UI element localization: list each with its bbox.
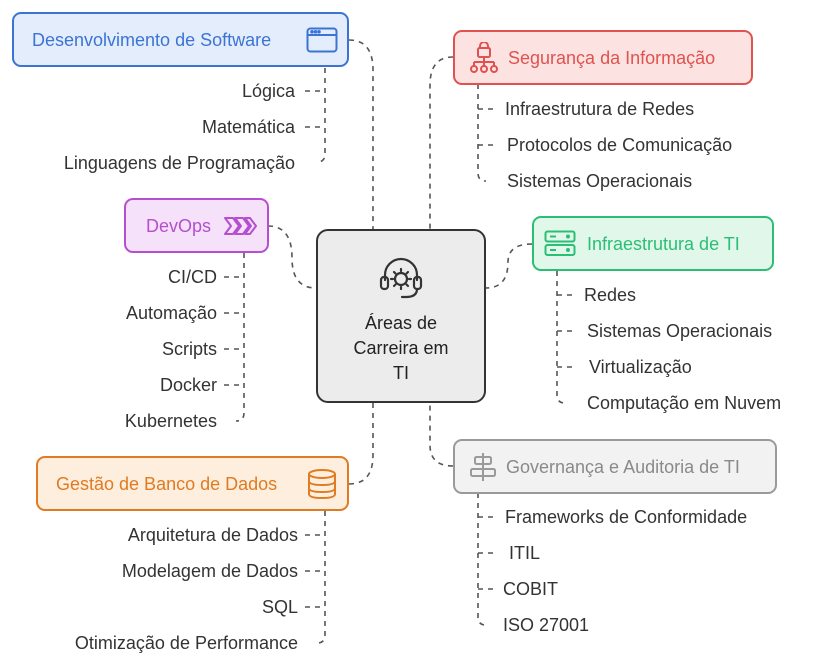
connector-governance-items <box>477 493 487 626</box>
infra-item: Virtualização <box>589 357 692 377</box>
connector-software-center <box>348 39 374 229</box>
database-item: Arquitetura de Dados <box>127 525 298 545</box>
align-center-icon <box>470 453 496 481</box>
topic-devops[interactable]: DevOps <box>124 198 269 253</box>
governance-item: ITIL <box>509 543 541 563</box>
devops-item: Kubernetes <box>124 411 217 431</box>
chevrons-right-icon <box>224 217 257 235</box>
topic-infra-label: Infraestrutura de TI <box>587 234 740 254</box>
lock-network-icon <box>470 42 498 73</box>
topic-security-label: Segurança da Informação <box>508 48 716 68</box>
topic-devops-label: DevOps <box>146 216 212 236</box>
governance-item: ISO 27001 <box>503 615 590 635</box>
software-item: Linguagens de Programação <box>63 153 295 173</box>
server-icon <box>544 230 576 256</box>
devops-item: Automação <box>125 303 217 323</box>
software-item: Matemática <box>201 117 295 137</box>
topic-it-infrastructure[interactable]: Infraestrutura de TI <box>532 216 774 271</box>
browser-window-icon <box>306 27 338 53</box>
topic-governance-label: Governança e Auditoria de TI <box>506 457 740 477</box>
center-title: Áreas de Carreira em TI <box>353 313 449 383</box>
connector-infra-center <box>485 243 533 289</box>
connector-security-items <box>477 84 487 182</box>
database-icon <box>308 469 336 499</box>
security-item: Sistemas Operacionais <box>507 171 693 191</box>
connector-governance-center <box>429 403 454 467</box>
database-item: Otimização de Performance <box>74 633 298 653</box>
governance-item: Frameworks de Conformidade <box>505 507 748 527</box>
center-node[interactable]: Áreas de Carreira em TI <box>316 229 486 403</box>
governance-item: COBIT <box>503 579 559 599</box>
connector-devops-items <box>235 253 245 422</box>
security-item: Protocolos de Comunicação <box>507 135 733 155</box>
devops-item: CI/CD <box>168 267 217 287</box>
software-item: Lógica <box>241 81 295 101</box>
headset-gear-icon <box>379 257 423 299</box>
infra-item: Computação em Nuvem <box>587 393 782 413</box>
database-item: Modelagem de Dados <box>121 561 298 581</box>
connector-software-items <box>316 68 326 163</box>
topic-software-development[interactable]: Desenvolvimento de Software <box>12 12 349 67</box>
database-item: SQL <box>261 597 298 617</box>
topic-database-management[interactable]: Gestão de Banco de Dados <box>36 456 349 511</box>
connector-infra-items <box>556 271 566 404</box>
topic-database-label: Gestão de Banco de Dados <box>56 474 278 494</box>
connector-security-center <box>429 56 454 229</box>
devops-item: Docker <box>159 375 217 395</box>
security-item: Infraestrutura de Redes <box>505 99 695 119</box>
connector-devops-center <box>267 225 317 289</box>
connector-database-center <box>348 403 374 485</box>
connector-database-items <box>316 511 326 644</box>
topic-software-label: Desenvolvimento de Software <box>32 30 272 50</box>
infra-item: Sistemas Operacionais <box>587 321 773 341</box>
topic-information-security[interactable]: Segurança da Informação <box>453 30 753 85</box>
infra-item: Redes <box>584 285 637 305</box>
devops-item: Scripts <box>161 339 217 359</box>
topic-governance-audit[interactable]: Governança e Auditoria de TI <box>453 439 777 494</box>
